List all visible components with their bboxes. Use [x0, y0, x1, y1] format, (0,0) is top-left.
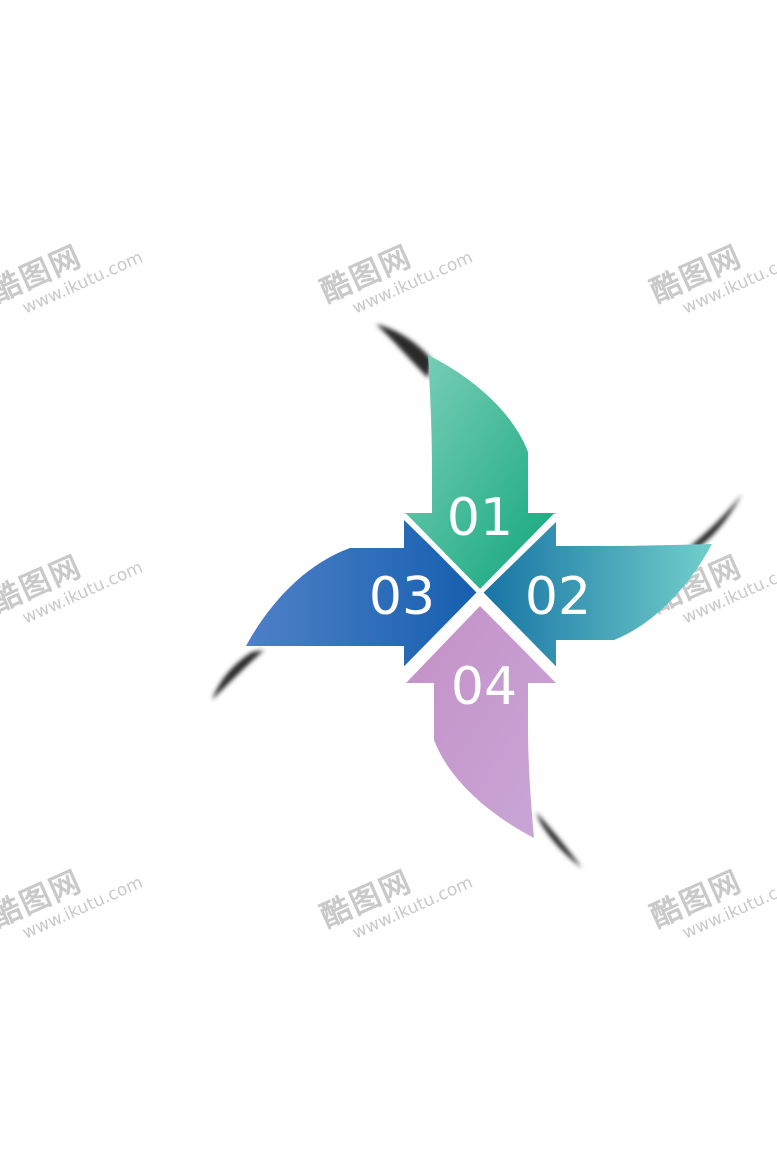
blade-shadow-03 — [212, 650, 264, 700]
blade-shadow-04 — [536, 812, 582, 868]
blade-shadow-01 — [376, 324, 432, 378]
blade-label-04: 04 — [451, 657, 517, 717]
separator-line — [402, 513, 558, 672]
blade-01 — [404, 355, 556, 590]
blade-label-01: 01 — [447, 488, 513, 548]
blade-02 — [480, 522, 712, 668]
blade-label-03: 03 — [369, 567, 435, 627]
blade-shadow-02 — [688, 494, 742, 548]
blade-03 — [246, 520, 480, 670]
blade-04 — [406, 606, 556, 838]
blade-label-02: 02 — [525, 567, 591, 627]
